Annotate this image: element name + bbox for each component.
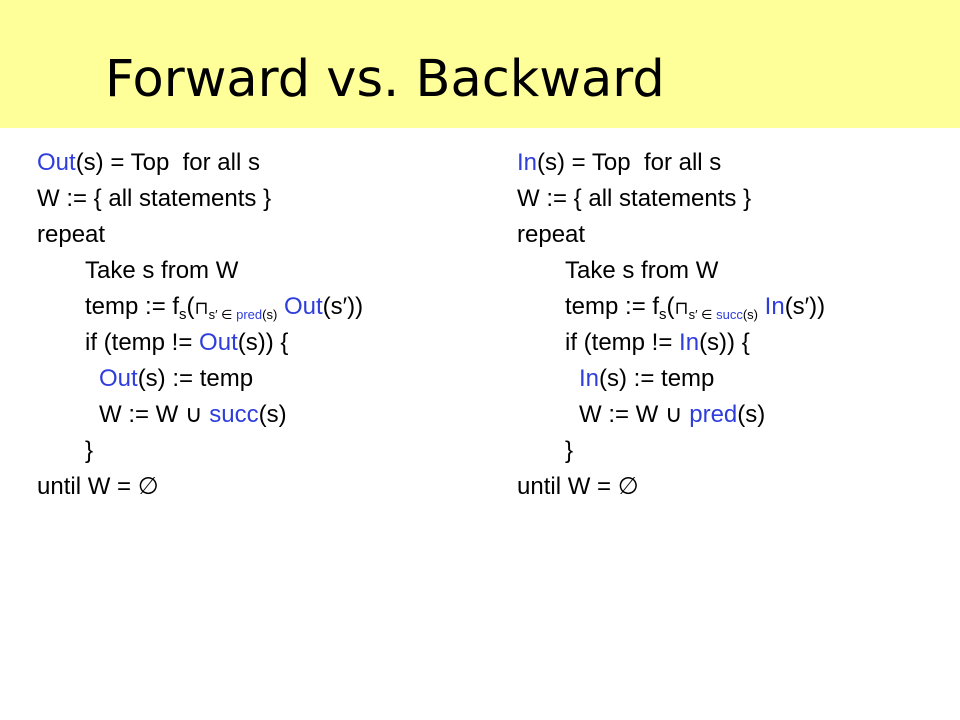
in-function: In: [764, 293, 785, 320]
backward-close-brace-line: }: [565, 437, 574, 464]
backward-until-line: until W = ∅: [517, 473, 639, 500]
forward-worklist-init-line: W := { all statements }: [37, 185, 272, 212]
backward-worklist-add-line: W := W ∪ pred(s): [517, 397, 825, 433]
open-paren: (: [666, 293, 675, 320]
backward-init-line: In(s) = Top for all s: [517, 145, 825, 181]
if-text: if (temp !=: [565, 329, 680, 356]
worklist-union-tail: (s): [258, 401, 287, 428]
transfer-subscript: s: [659, 306, 667, 323]
forward-if-line: if (temp != Out(s)) {: [37, 325, 363, 361]
meet-operator: ⊓: [674, 298, 689, 318]
backward-update-line: In(s) := temp: [517, 361, 825, 397]
forward-close-brace-line: }: [85, 437, 94, 464]
temp-tail: (s′)): [322, 293, 364, 320]
if-text: if (temp !=: [85, 329, 200, 356]
meet-element-subscript: s′ ∈: [208, 307, 237, 322]
succ-function: succ: [209, 401, 259, 428]
backward-if-line: if (temp != In(s)) {: [517, 325, 825, 361]
open-paren: (: [186, 293, 195, 320]
forward-algorithm: Out(s) = Top for all s W := { all statem…: [37, 145, 363, 505]
worklist-union-tail: (s): [737, 401, 766, 428]
slide-title: Forward vs. Backward: [105, 50, 665, 109]
forward-update-line: Out(s) := temp: [37, 361, 363, 397]
forward-worklist-add-line: W := W ∪ succ(s): [37, 397, 363, 433]
update-tail: (s) := temp: [599, 365, 715, 392]
forward-until-line: until W = ∅: [37, 473, 159, 500]
update-tail: (s) := temp: [137, 365, 254, 392]
title-band: [0, 0, 960, 128]
transfer-subscript: s: [179, 306, 187, 323]
worklist-union-text: W := W ∪: [99, 401, 210, 428]
out-function: Out: [199, 329, 238, 356]
out-function: Out: [283, 293, 323, 320]
relation-arg: (s): [742, 307, 758, 322]
forward-repeat-line: repeat: [37, 221, 106, 248]
if-tail: (s)) {: [699, 329, 750, 356]
backward-take-line: Take s from W: [565, 257, 719, 284]
worklist-union-text: W := W ∪: [579, 401, 690, 428]
if-tail: (s)) {: [237, 329, 289, 356]
out-function: Out: [37, 149, 76, 176]
init-text: (s) = Top for all s: [75, 149, 260, 176]
out-function: Out: [99, 365, 138, 392]
backward-temp-line: temp := fs(⊓s′ ∈ succ(s) In(s′)): [517, 289, 825, 325]
forward-temp-line: temp := fs(⊓s′ ∈ pred(s) Out(s′)): [37, 289, 363, 325]
succ-relation: succ: [716, 307, 743, 322]
pred-relation: pred: [236, 307, 263, 322]
in-function: In: [679, 329, 700, 356]
forward-take-line: Take s from W: [85, 257, 239, 284]
temp-tail: (s′)): [784, 293, 826, 320]
meet-operator: ⊓: [194, 298, 209, 318]
backward-algorithm: In(s) = Top for all s W := { all stateme…: [517, 145, 825, 505]
backward-worklist-init-line: W := { all statements }: [517, 185, 752, 212]
forward-init-line: Out(s) = Top for all s: [37, 145, 363, 181]
backward-repeat-line: repeat: [517, 221, 586, 248]
temp-assign-text: temp := f: [85, 293, 180, 320]
meet-element-subscript: s′ ∈: [688, 307, 717, 322]
in-function: In: [579, 365, 600, 392]
pred-function: pred: [689, 401, 738, 428]
init-text: (s) = Top for all s: [537, 149, 722, 176]
in-function: In: [517, 149, 538, 176]
temp-assign-text: temp := f: [565, 293, 660, 320]
relation-arg: (s): [262, 307, 278, 322]
